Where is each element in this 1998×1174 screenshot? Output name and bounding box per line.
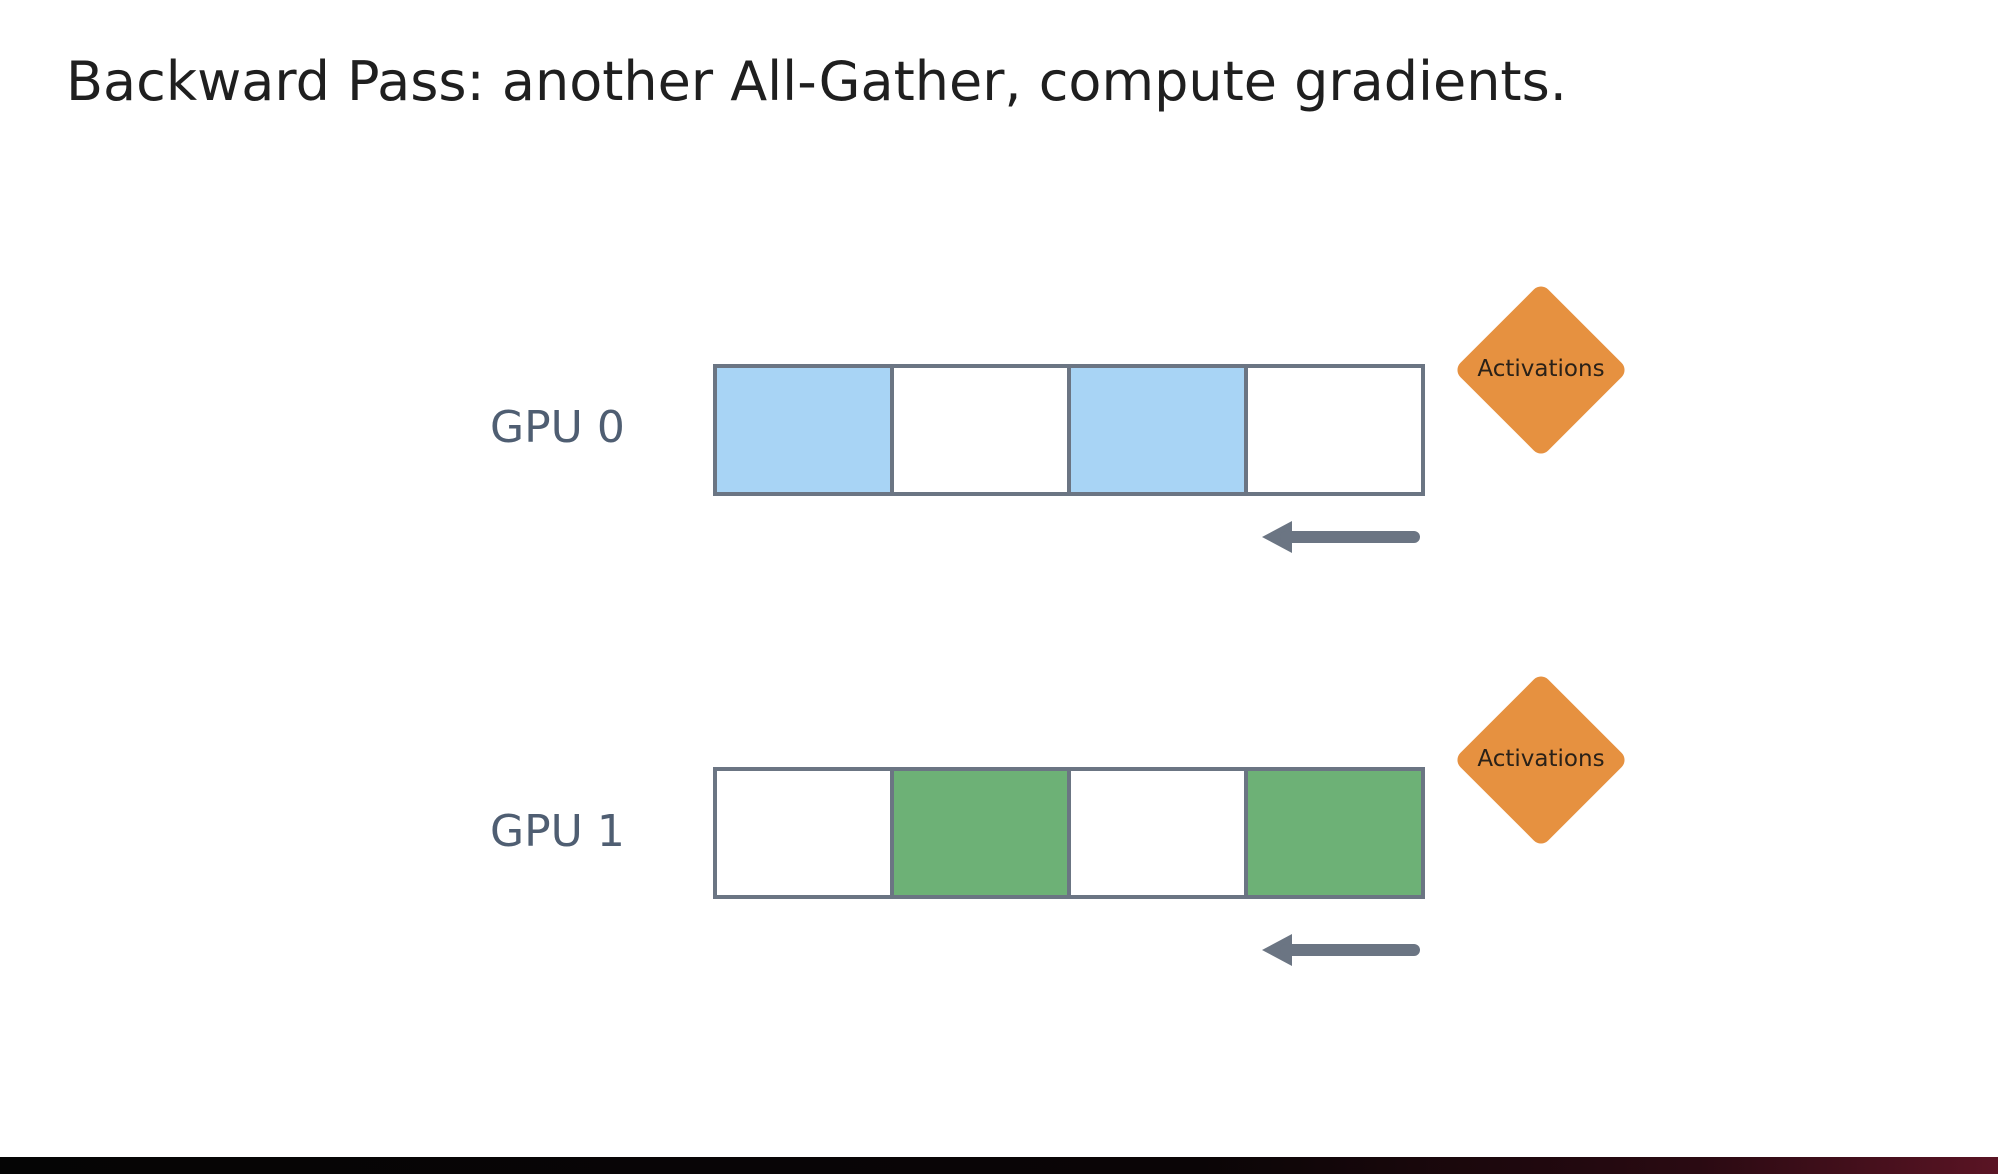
- bottom-bar: [0, 1157, 1998, 1174]
- gpu-0-shard-3: [1067, 364, 1248, 496]
- arrow-head: [1262, 934, 1292, 966]
- gpu-1-shard-1: [713, 767, 894, 899]
- gpu-0-shard-1: [713, 364, 894, 496]
- gpu-1-shard-row: [713, 767, 1437, 899]
- arrow-left-icon: [1262, 521, 1420, 553]
- gpu-0-label: GPU 0: [490, 402, 625, 453]
- gpu-0-shard-4: [1244, 364, 1425, 496]
- gpu-1-label: GPU 1: [490, 806, 625, 857]
- arrow-head: [1262, 521, 1292, 553]
- gpu-0-shard-2: [890, 364, 1071, 496]
- gpu-1-shard-2: [890, 767, 1071, 899]
- gpu-1-activations-label: Activations: [1477, 746, 1605, 772]
- gpu-1-shard-4: [1244, 767, 1425, 899]
- gpu-0-activations-label: Activations: [1477, 356, 1605, 382]
- gpu-1-shard-3: [1067, 767, 1248, 899]
- slide-title: Backward Pass: another All-Gather, compu…: [66, 50, 1567, 113]
- gpu-0-shard-row: [713, 364, 1437, 496]
- arrow-left-icon: [1262, 934, 1420, 966]
